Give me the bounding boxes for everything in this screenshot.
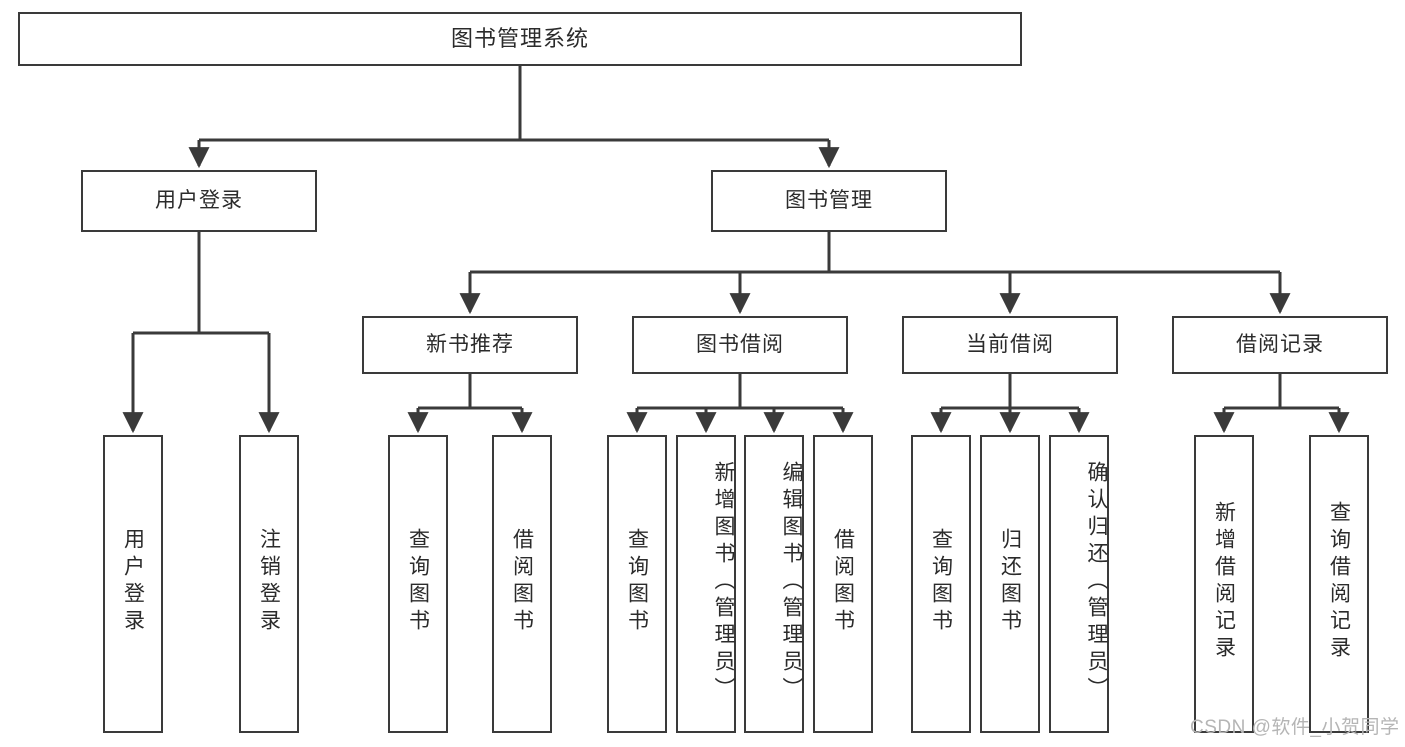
leaf-query-record[interactable]: 查询借阅记录 (1309, 435, 1369, 733)
leaf-user-login[interactable]: 用户登录 (103, 435, 163, 733)
leaf-edit-book[interactable]: 编辑图书（管理员） (744, 435, 804, 733)
leaf-query-book-3[interactable]: 查询图书 (911, 435, 971, 733)
leaf-borrow-book-2[interactable]: 借阅图书 (813, 435, 873, 733)
leaf-user-logout[interactable]: 注销登录 (239, 435, 299, 733)
node-borrow-record[interactable]: 借阅记录 (1172, 316, 1388, 374)
leaf-add-book[interactable]: 新增图书（管理员） (676, 435, 736, 733)
node-root-book-management-system[interactable]: 图书管理系统 (18, 12, 1022, 66)
node-book-borrow[interactable]: 图书借阅 (632, 316, 848, 374)
leaf-query-book-1[interactable]: 查询图书 (388, 435, 448, 733)
node-current-borrow[interactable]: 当前借阅 (902, 316, 1118, 374)
node-user-login[interactable]: 用户登录 (81, 170, 317, 232)
leaf-add-record[interactable]: 新增借阅记录 (1194, 435, 1254, 733)
node-new-book-recommend[interactable]: 新书推荐 (362, 316, 578, 374)
node-book-manage[interactable]: 图书管理 (711, 170, 947, 232)
leaf-confirm-return[interactable]: 确认归还（管理员） (1049, 435, 1109, 733)
csdn-watermark: CSDN @软件_小贺同学 (1190, 717, 1400, 738)
leaf-return-book[interactable]: 归还图书 (980, 435, 1040, 733)
leaf-borrow-book-1[interactable]: 借阅图书 (492, 435, 552, 733)
leaf-query-book-2[interactable]: 查询图书 (607, 435, 667, 733)
